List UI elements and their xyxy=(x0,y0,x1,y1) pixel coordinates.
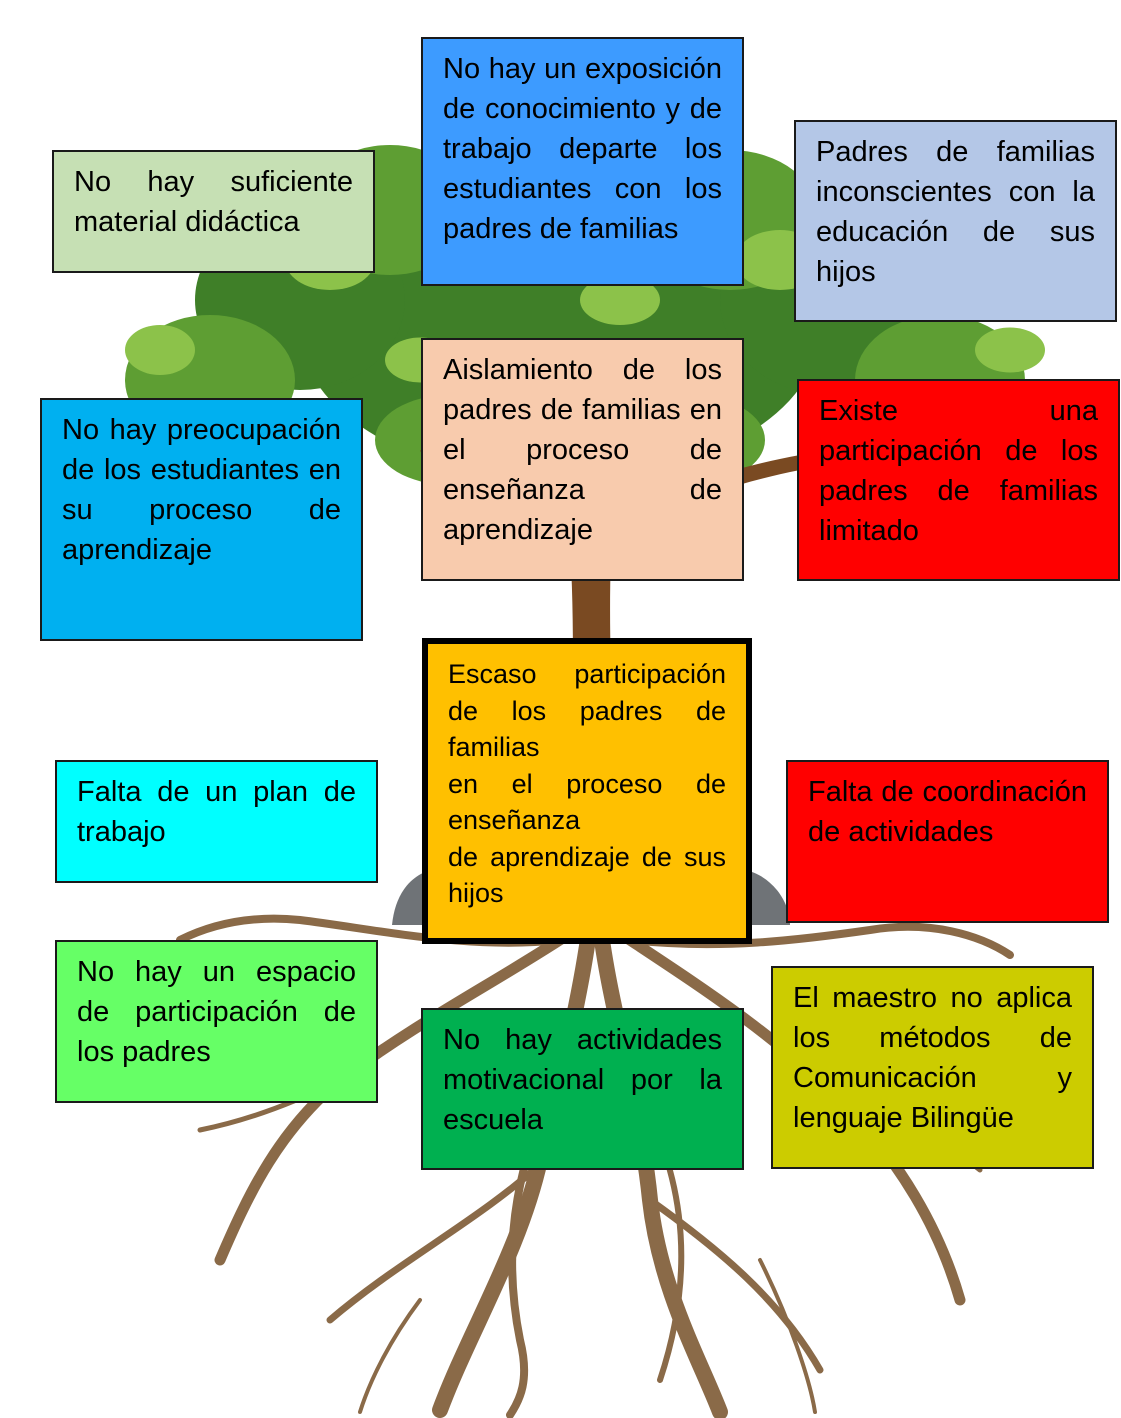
root-line xyxy=(758,1258,817,1414)
box-aislamiento-padres: Aislamiento de los padres de familias en… xyxy=(421,338,744,581)
box-maestro-no-aplica-metodos: El maestro no aplica los métodos de Comu… xyxy=(771,966,1094,1169)
box-no-material-didactico: No hay suficiente material didáctica xyxy=(52,150,375,273)
box-text: Falta de coordinación de actividades xyxy=(808,776,1087,848)
box-text: El maestro no aplica los métodos de Comu… xyxy=(793,982,1072,1134)
box-text: No hay suficiente material didáctica xyxy=(74,166,353,238)
box-participacion-limitada: Existe una participación de los padres d… xyxy=(797,379,1120,581)
box-text: No hay actividades motivacional por la e… xyxy=(443,1024,722,1136)
rock-right xyxy=(745,870,790,925)
box-falta-plan-trabajo: Falta de un plan de trabajo xyxy=(55,760,378,883)
box-text: Aislamiento de los padres de familias en… xyxy=(443,354,722,546)
box-text: Falta de un plan de trabajo xyxy=(77,776,356,848)
foliage-cluster xyxy=(580,275,660,325)
box-no-actividades-motivacionales: No hay actividades motivacional por la e… xyxy=(421,1008,744,1170)
box-text: No hay preocupación de los estudiantes e… xyxy=(62,414,341,566)
box-falta-coordinacion: Falta de coordinación de actividades xyxy=(786,760,1109,923)
box-no-exposicion-conocimiento: No hay un exposición de conocimiento y d… xyxy=(421,37,744,286)
box-text: No hay un exposición de conocimiento y d… xyxy=(443,53,722,245)
foliage-cluster xyxy=(975,327,1045,373)
box-no-preocupacion-estudiantes: No hay preocupación de los estudiantes e… xyxy=(40,398,363,641)
branch-right xyxy=(610,455,800,540)
central-line-3: de aprendizaje de sus hijos xyxy=(448,841,726,909)
root-line xyxy=(358,1298,422,1414)
box-no-espacio-participacion: No hay un espacio de participación de lo… xyxy=(55,940,378,1103)
central-line-2: en el proceso de enseñanza xyxy=(448,768,726,836)
foliage-cluster xyxy=(125,325,195,375)
box-problema-central: Escaso participación de los padres de fa… xyxy=(422,638,752,944)
root-line xyxy=(626,922,1014,959)
box-text: Existe una participación de los padres d… xyxy=(819,395,1098,547)
root-line xyxy=(646,1196,824,1374)
central-line-1: Escaso participación de los padres de fa… xyxy=(448,659,726,762)
box-padres-inconscientes: Padres de familias inconscientes con la … xyxy=(794,120,1117,322)
box-text: No hay un espacio de participación de lo… xyxy=(77,956,356,1068)
box-text: Padres de familias inconscientes con la … xyxy=(816,136,1095,288)
